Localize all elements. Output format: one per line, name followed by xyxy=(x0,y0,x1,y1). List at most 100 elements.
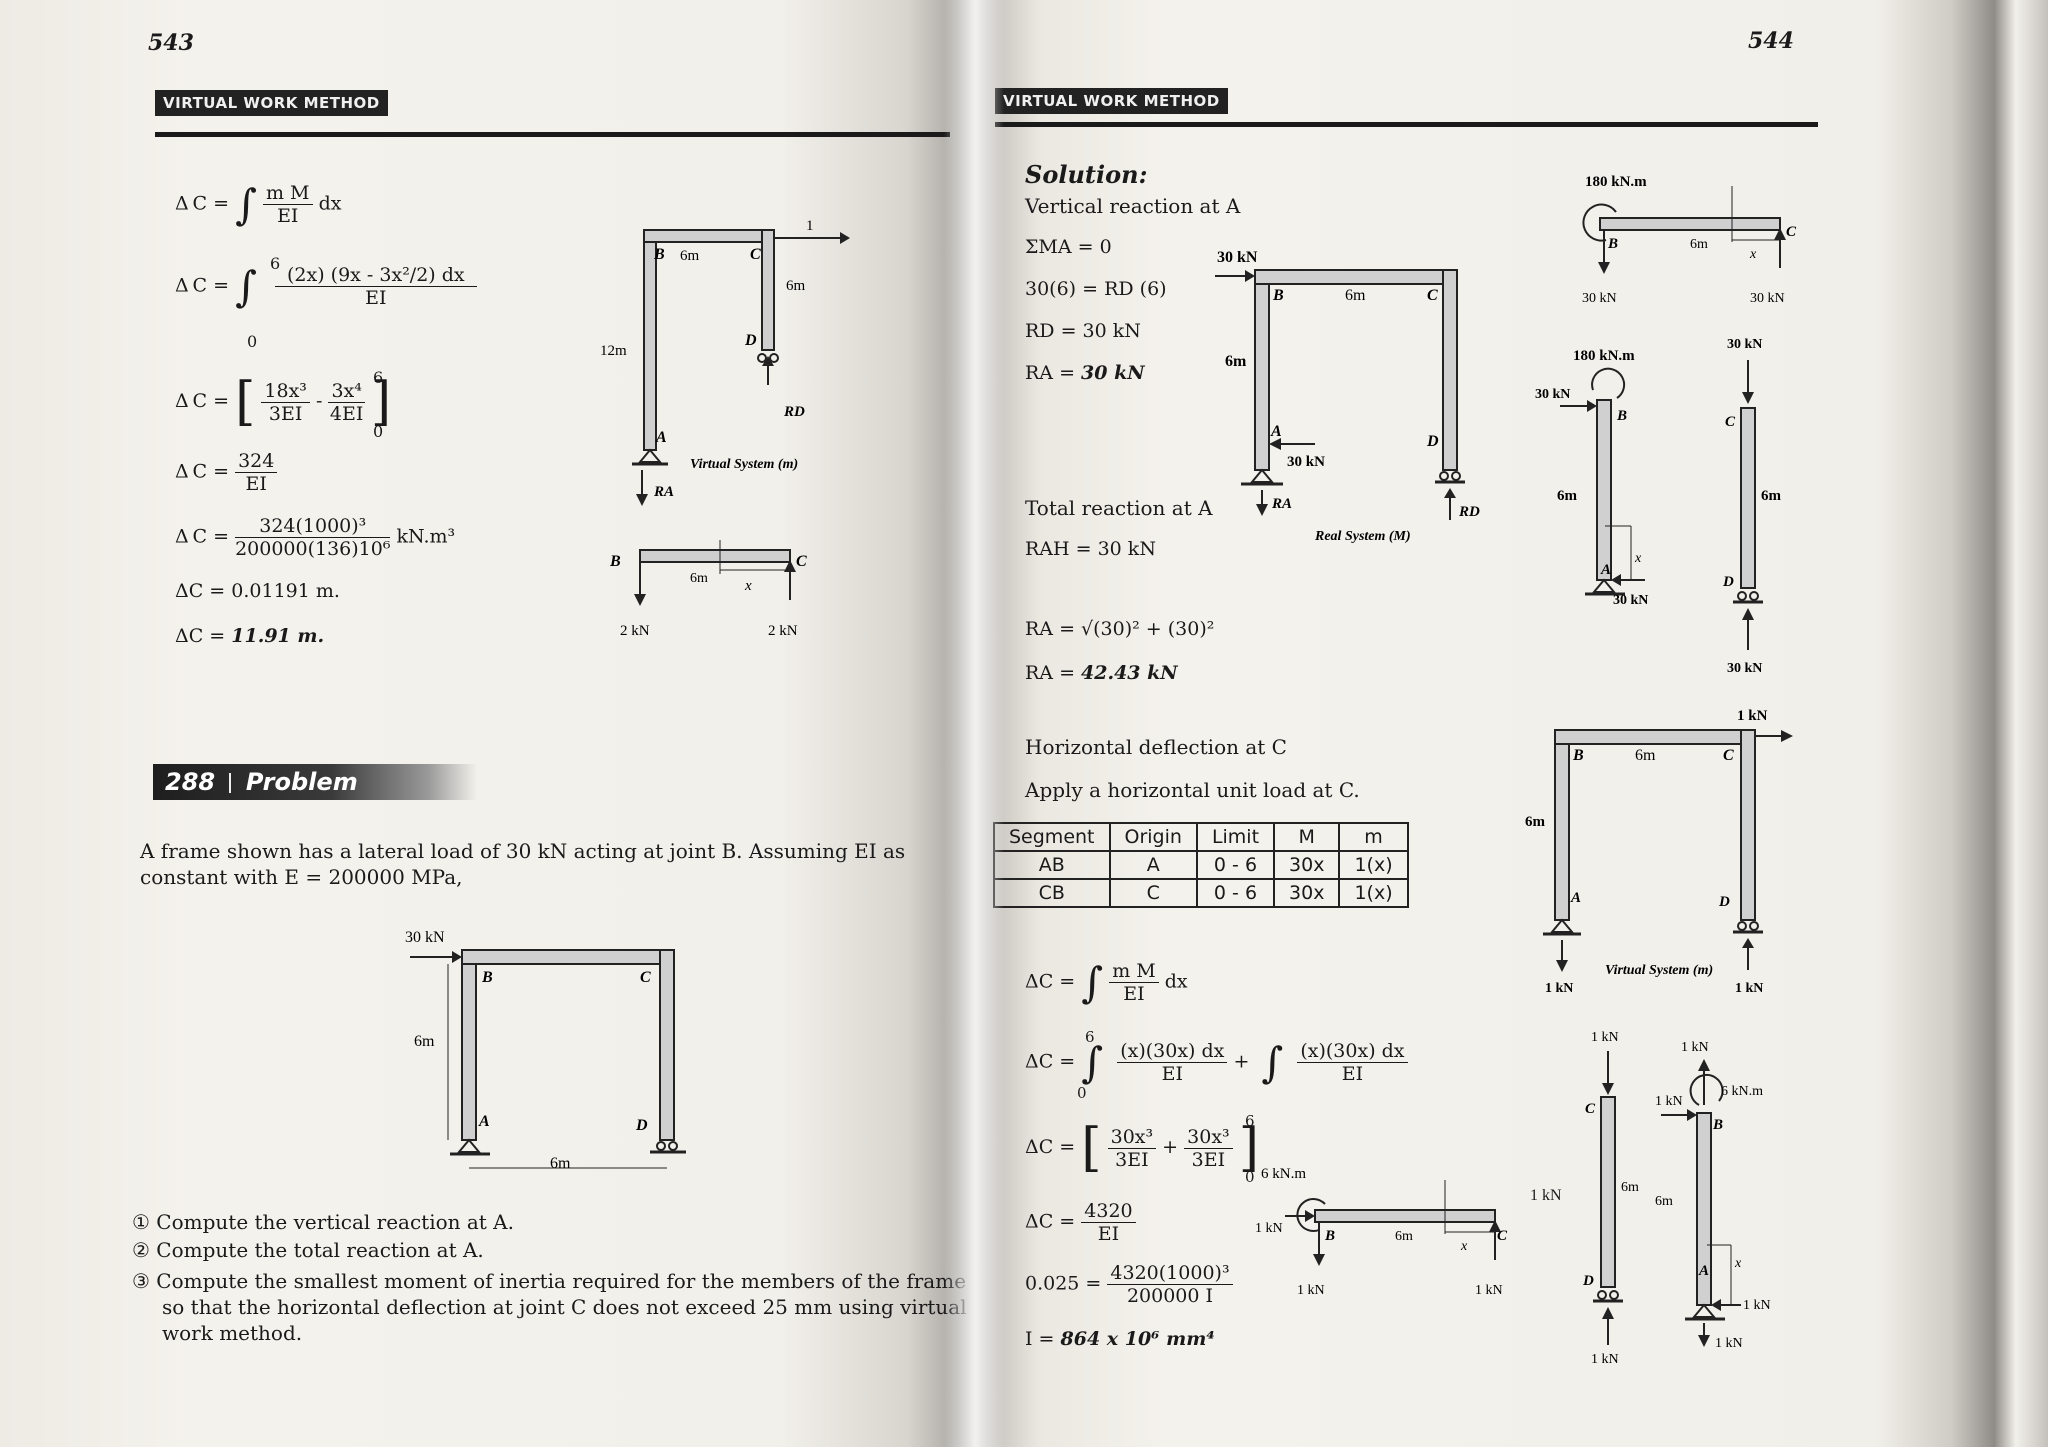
svg-text:30 kN: 30 kN xyxy=(1535,387,1570,402)
virtual-caption: Virtual System (m) xyxy=(690,457,798,472)
ra-arrowhead xyxy=(636,494,648,506)
label-d: D xyxy=(744,332,757,349)
svg-text:B: B xyxy=(1272,287,1284,304)
step-2-title: Total reaction at A xyxy=(1025,496,1213,520)
svg-text:30 kN: 30 kN xyxy=(1582,291,1617,306)
frame-label-c: C xyxy=(640,969,651,986)
label-c: C xyxy=(750,246,761,263)
svg-text:1 kN: 1 kN xyxy=(1297,1283,1325,1298)
frame-height-label: 6m xyxy=(414,1033,435,1050)
svg-text:B: B xyxy=(1607,236,1618,252)
svg-text:6m: 6m xyxy=(1690,237,1708,252)
table-row: AB A 0 - 6 30x 1(x) xyxy=(993,850,1409,880)
svg-text:x: x xyxy=(1634,551,1642,566)
unit-load-arrowhead xyxy=(840,232,850,244)
step-1-line-3: RD = 30 kN xyxy=(1025,320,1141,342)
frame-left-column xyxy=(643,229,657,451)
svg-text:C: C xyxy=(1427,287,1438,304)
virtual-frame-diagram: 1 kN B 6m C 6m A D 1 kN 1 kN Virtual Sys… xyxy=(1525,708,1793,996)
table-header: Segment xyxy=(993,822,1111,852)
label-load: 1 xyxy=(806,218,814,234)
svg-text:30 kN: 30 kN xyxy=(1727,661,1762,676)
beam-span: 6m xyxy=(690,571,708,586)
book-gutter xyxy=(944,0,1004,1447)
table-cell: 30x xyxy=(1273,850,1341,880)
step-1-line-4: RA = 30 kN xyxy=(1025,362,1145,384)
virtual-beam-fbd: 6 kN.m 1 kN B 6m x C 1 kN 1 kN xyxy=(1255,1166,1508,1298)
svg-text:D: D xyxy=(1718,894,1730,910)
real-frame-diagram: 30 kN B 6m C 6m A D 30 kN RA RD Real Sys… xyxy=(1215,249,1480,544)
svg-text:1 kN: 1 kN xyxy=(1681,1040,1709,1055)
svg-text:1 kN: 1 kN xyxy=(1743,1298,1771,1313)
step-1-title: Vertical reaction at A xyxy=(1025,194,1241,218)
step-2-line-2: RA = √(30)² + (30)² xyxy=(1025,618,1215,640)
svg-text:C: C xyxy=(1725,414,1736,430)
label-left-height: 12m xyxy=(600,343,627,359)
svg-text:C: C xyxy=(1585,1101,1596,1117)
svg-text:B: B xyxy=(1572,747,1584,764)
beam-right-force: 2 kN xyxy=(768,623,798,639)
section-header: VIRTUAL WORK METHOD xyxy=(995,88,1228,114)
svg-text:6m: 6m xyxy=(1621,1180,1639,1195)
beam-x: x xyxy=(744,578,752,594)
header-rule xyxy=(995,122,1818,127)
table-header-row: Segment Origin Limit M m xyxy=(993,822,1409,852)
svg-text:C: C xyxy=(1786,224,1797,240)
frame-right-column xyxy=(761,229,775,351)
step-3-line-1: Apply a horizontal unit load at C. xyxy=(1025,778,1360,802)
svg-text:180 kN.m: 180 kN.m xyxy=(1585,174,1647,190)
real-beam-fbd: 180 kN.m B C 6m x 30 kN 30 kN xyxy=(1582,174,1797,306)
virtual-frame-diagram: B 6m C 6m D 12m A 1 RD RA Virtual System… xyxy=(600,218,850,506)
svg-text:B: B xyxy=(1712,1117,1723,1133)
svg-text:6m: 6m xyxy=(1761,488,1782,504)
svg-text:Real System (M): Real System (M) xyxy=(1314,529,1411,544)
pin-support-a xyxy=(637,448,663,463)
label-right-height: 6m xyxy=(786,278,806,294)
frame-left-column xyxy=(1254,269,1270,471)
virtual-column-cd-fbd: 1 kN C 6m D 1 kN xyxy=(1582,1030,1639,1365)
svg-text:30 kN: 30 kN xyxy=(1750,291,1785,306)
table-cell: CB xyxy=(993,878,1111,908)
label-top-span: 6m xyxy=(680,248,700,264)
svg-text:30 kN: 30 kN xyxy=(1287,454,1325,470)
svg-text:D: D xyxy=(1426,433,1439,450)
beam-label-c: C xyxy=(796,553,807,570)
table-header: Origin xyxy=(1108,822,1198,852)
table-cell: 0 - 6 xyxy=(1195,878,1276,908)
table-row: CB C 0 - 6 30x 1(x) xyxy=(993,878,1409,908)
svg-text:6 kN.m: 6 kN.m xyxy=(1721,1084,1763,1099)
beam-label-b: B xyxy=(609,553,621,570)
virtual-column-ba-fbd: 1 kN 6 kN.m 1 kN B 6m A x 1 kN 1 kN xyxy=(1655,1040,1771,1351)
svg-text:A: A xyxy=(1570,890,1581,906)
table-header: M xyxy=(1273,822,1341,852)
frame-span-label: 6m xyxy=(550,1155,571,1172)
svg-text:A: A xyxy=(1698,1263,1709,1279)
frame-label-a: A xyxy=(478,1113,490,1130)
label-ra: RA xyxy=(653,484,674,500)
formula-6: I = 864 x 10⁶ mm⁴ xyxy=(1025,1328,1215,1350)
pin-support-a xyxy=(456,1138,482,1153)
beam-member xyxy=(639,549,791,563)
frame-label-d: D xyxy=(635,1117,648,1134)
svg-text:C: C xyxy=(1723,747,1734,764)
frame-label-b: B xyxy=(481,969,493,986)
table-cell: 1(x) xyxy=(1338,878,1409,908)
table-cell: A xyxy=(1108,850,1198,880)
load-arrowhead xyxy=(452,951,462,963)
page-number: 543 xyxy=(148,30,194,56)
table-cell: 1(x) xyxy=(1338,850,1409,880)
step-2-line-1: RAH = 30 kN xyxy=(1025,538,1156,560)
problem-title: Problem xyxy=(245,768,358,796)
frame-right-column xyxy=(659,949,675,1141)
solution-title: Solution: xyxy=(1025,160,1148,189)
